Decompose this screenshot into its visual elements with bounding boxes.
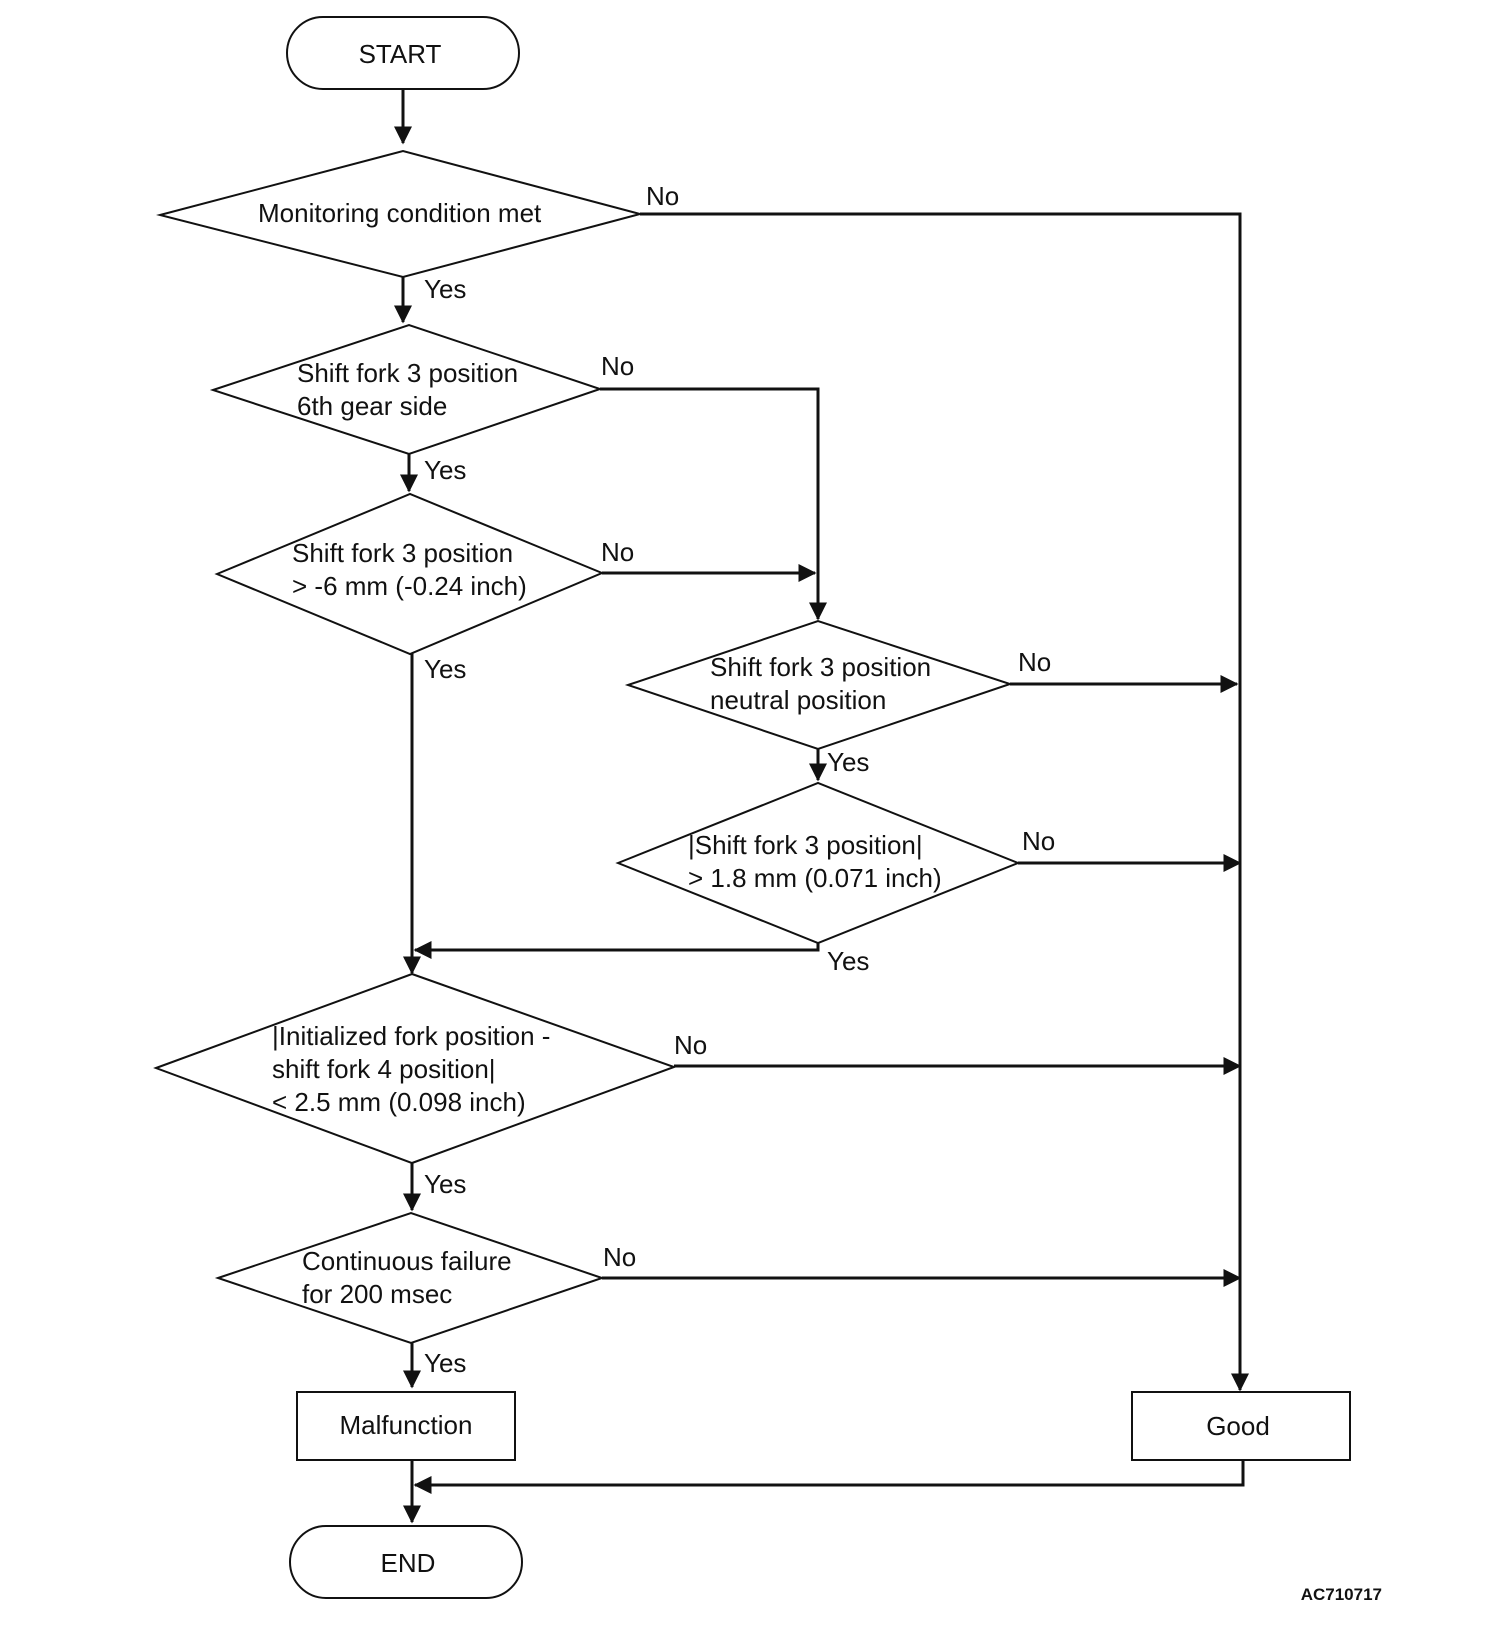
decision-fork3-6th-gear-side: Shift fork 3 position 6th gear side: [209, 323, 604, 456]
decision-initialized-fork-difference: |Initialized fork position - shift fork …: [153, 972, 677, 1165]
label-fork3-gt-yes: Yes: [424, 654, 466, 684]
decision-init-diff-line-3: < 2.5 mm (0.098 inch): [272, 1087, 526, 1117]
label-monitoring-no: No: [646, 181, 679, 211]
decision-fork3-greater-than: Shift fork 3 position > -6 mm (-0.24 inc…: [214, 492, 605, 656]
decision-fork3-neutral-line-1: Shift fork 3 position: [710, 652, 931, 682]
decision-continuous-line-1: Continuous failure: [302, 1246, 512, 1276]
label-init-diff-no: No: [674, 1030, 707, 1060]
label-fork3-neutral-no: No: [1018, 647, 1051, 677]
decision-fork3-6th-line-1: Shift fork 3 position: [297, 358, 518, 388]
decision-fork3-neutral: Shift fork 3 position neutral position: [624, 619, 1014, 751]
decision-init-diff-text: |Initialized fork position - shift fork …: [272, 1021, 558, 1117]
decision-continuous-failure: Continuous failure for 200 msec: [214, 1211, 606, 1345]
result-malfunction: Malfunction: [296, 1391, 516, 1461]
decision-fork3-neutral-text: Shift fork 3 position neutral position: [710, 652, 938, 715]
label-continuous-yes: Yes: [424, 1348, 466, 1378]
decision-init-diff-line-2: shift fork 4 position|: [272, 1054, 496, 1084]
decision-continuous-text: Continuous failure for 200 msec: [302, 1246, 519, 1309]
decision-fork3-neutral-line-2: neutral position: [710, 685, 886, 715]
drawing-id: AC710717: [1301, 1585, 1382, 1604]
label-fork3-6th-yes: Yes: [424, 455, 466, 485]
edge-good-to-end: [413, 1460, 1245, 1494]
label-init-diff-yes: Yes: [424, 1169, 466, 1199]
edge-fork3-abs-yes: [413, 941, 820, 959]
start-terminal: START: [286, 16, 520, 90]
label-fork3-abs-yes: Yes: [827, 946, 869, 976]
connectors: [394, 90, 1249, 1524]
edge-monitoring-no: [640, 212, 1249, 1392]
decision-monitoring-text: Monitoring condition met: [258, 198, 542, 228]
label-monitoring-yes: Yes: [424, 274, 466, 304]
edge-labels: No Yes No Yes No Yes No Yes No Yes No Ye…: [424, 181, 1055, 1378]
label-continuous-no: No: [603, 1242, 636, 1272]
end-terminal: END: [289, 1525, 523, 1599]
decision-fork3-abs-line-2: > 1.8 mm (0.071 inch): [688, 863, 942, 893]
label-fork3-abs-no: No: [1022, 826, 1055, 856]
start-label: START: [359, 39, 442, 69]
decision-fork3-abs-text: |Shift fork 3 position| > 1.8 mm (0.071 …: [688, 830, 942, 893]
good-label: Good: [1206, 1411, 1270, 1441]
decision-fork3-abs-line-1: |Shift fork 3 position|: [688, 830, 923, 860]
decision-fork3-6th-text: Shift fork 3 position 6th gear side: [297, 358, 525, 421]
decision-init-diff-line-1: |Initialized fork position -: [272, 1021, 550, 1051]
decision-fork3-gt-line-1: Shift fork 3 position: [292, 538, 513, 568]
result-good: Good: [1131, 1391, 1351, 1461]
decision-fork3-absolute: |Shift fork 3 position| > 1.8 mm (0.071 …: [615, 781, 1021, 945]
malfunction-label: Malfunction: [340, 1410, 473, 1440]
label-fork3-neutral-yes: Yes: [827, 747, 869, 777]
edge-fork3-6th-no: [600, 387, 827, 621]
end-label: END: [381, 1548, 436, 1578]
decision-fork3-6th-line-2: 6th gear side: [297, 391, 447, 421]
decision-fork3-gt-text: Shift fork 3 position > -6 mm (-0.24 inc…: [292, 538, 527, 601]
decision-monitoring-condition: Monitoring condition met: [156, 149, 644, 279]
label-fork3-6th-no: No: [601, 351, 634, 381]
label-fork3-gt-no: No: [601, 537, 634, 567]
decision-fork3-gt-line-2: > -6 mm (-0.24 inch): [292, 571, 527, 601]
decision-continuous-line-2: for 200 msec: [302, 1279, 452, 1309]
